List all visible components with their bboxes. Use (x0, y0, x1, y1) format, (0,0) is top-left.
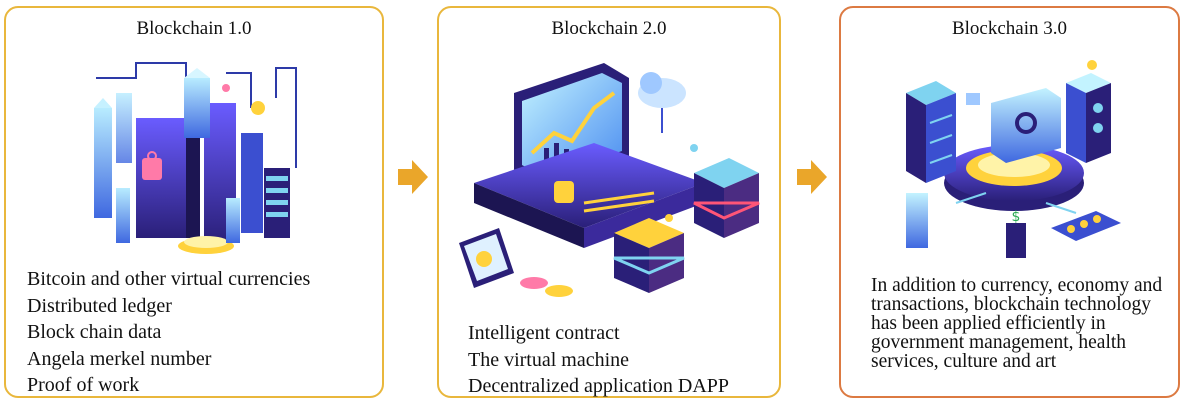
panel-title: Blockchain 1.0 (136, 18, 252, 39)
list-item: Intelligent contract (468, 322, 620, 344)
list-item: Block chain data (27, 321, 162, 343)
svg-text:$: $ (1012, 209, 1021, 225)
list-item: Angela merkel number (27, 347, 212, 370)
arrow-right-icon (797, 160, 827, 194)
list-item: The virtual machine (468, 348, 630, 371)
panel-blockchain-3: Blockchain 3.0 $ In addition (839, 6, 1180, 398)
list-item: Decentralized application DAPP (468, 375, 730, 397)
blockchain-1-illustration (94, 62, 297, 254)
list-item: Proof of work (27, 374, 140, 396)
feature-list: Bitcoin and other virtual currencies Dis… (27, 266, 310, 399)
panel-title: Blockchain 3.0 (951, 18, 1068, 39)
panel-description: In addition to currency, economy and tra… (871, 275, 1163, 372)
list-item: Bitcoin and other virtual currencies (27, 268, 311, 290)
list-item: Distributed ledger (27, 294, 172, 317)
blockchain-3-illustration: $ (906, 60, 1121, 258)
panel-blockchain-2: Blockchain 2.0 (437, 6, 781, 398)
blockchain-2-illustration (459, 63, 760, 297)
panel-blockchain-1: Blockchain 1.0 Bitcoin and other virtual… (4, 6, 384, 398)
panel-title: Blockchain 2.0 (551, 18, 667, 39)
feature-list: Intelligent contract The virtual machine… (468, 320, 729, 400)
arrow-right-icon (398, 160, 428, 194)
